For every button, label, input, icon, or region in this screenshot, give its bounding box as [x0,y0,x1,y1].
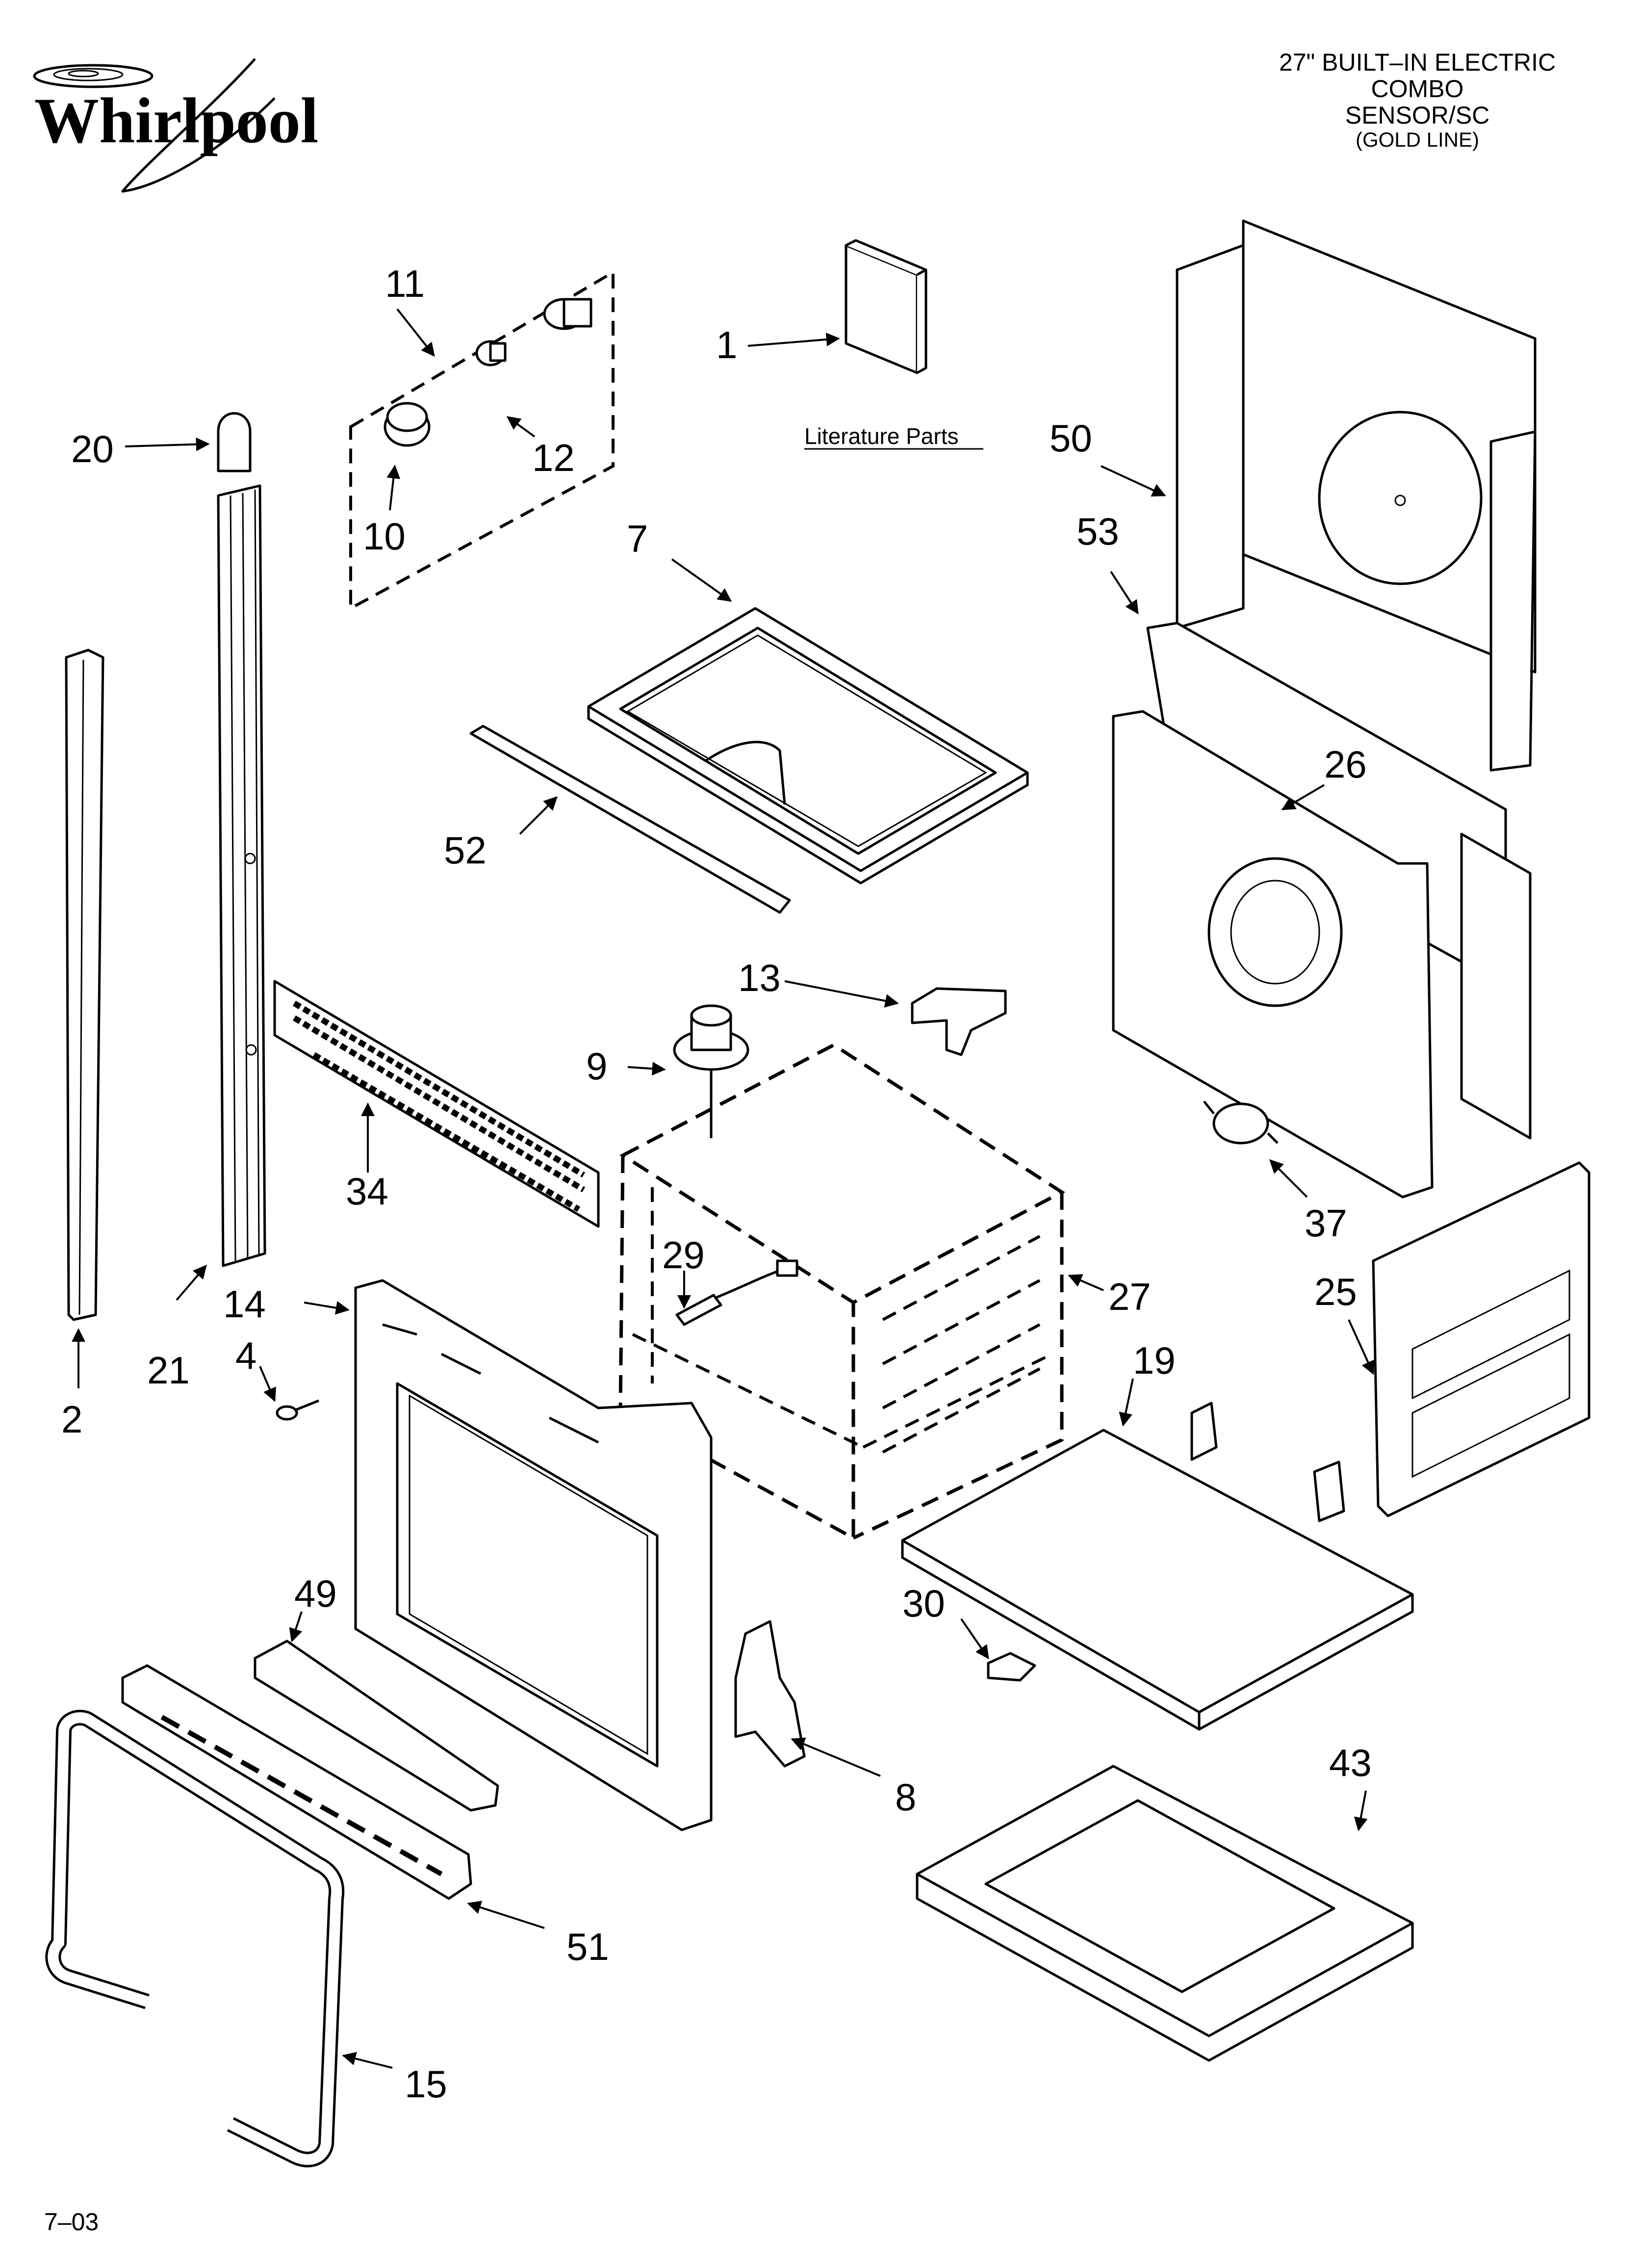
callout-37: 37 [1305,1201,1347,1245]
callout-27: 27 [1108,1275,1151,1318]
bottom-tray [916,1765,1414,2062]
callout-34: 34 [346,1170,388,1213]
logo-wordmark: Whirlpool [34,84,318,156]
convection-housing [1112,622,1532,1199]
callout-11: 11 [385,262,425,305]
cabinet-top-panel [901,1402,1414,1731]
callout-19: 19 [1133,1339,1176,1382]
callout-43: 43 [1329,1741,1372,1784]
callout-15: 15 [405,2062,447,2106]
thermal-cutoff [1203,1100,1279,1145]
callout-numbers: 1 20 11 12 10 7 52 13 9 34 14 21 2 4 29 … [61,262,1372,2106]
callout-21: 21 [147,1349,190,1392]
callout-25: 25 [1314,1270,1357,1313]
hinge-bracket [734,1620,806,1768]
callout-52: 52 [444,829,487,872]
side-rail [217,484,266,1267]
leader-lines [72,308,1375,2069]
callout-26: 26 [1324,743,1367,786]
callout-53: 53 [1077,510,1119,553]
callout-30: 30 [902,1582,945,1625]
title-line-1: 27" BUILT–IN ELECTRIC [1279,49,1556,76]
callout-14: 14 [223,1282,266,1326]
callout-9: 9 [586,1044,607,1088]
side-trim-strip [65,649,104,1321]
lower-vent-trim [121,1664,472,1900]
oven-cavity [618,1043,1065,1541]
literature-booklet: Literature Parts [804,239,983,450]
callout-1: 1 [716,323,737,366]
callout-50: 50 [1050,417,1092,460]
title-line-3: SENSOR/SC [1345,102,1490,129]
rear-panel [1176,219,1537,772]
lower-trim-bracket [254,1640,499,1812]
title-block: 27" BUILT–IN ELECTRIC COMBO SENSOR/SC (G… [1231,49,1604,151]
callout-7: 7 [627,517,648,560]
vent-grille [273,980,600,1228]
callout-2: 2 [61,1398,82,1441]
callout-49: 49 [294,1572,337,1615]
knob-kit-group [349,269,615,611]
mounting-bracket [911,987,1007,1056]
side-shield-panel [1372,1161,1591,1517]
literature-parts-label: Literature Parts [804,423,958,449]
callout-10: 10 [363,515,406,558]
front-frame [354,1279,713,1831]
title-line-2: COMBO [1371,75,1464,103]
trim-cap [217,412,252,472]
whirlpool-logo: Whirlpool [33,58,318,193]
screw [276,1399,319,1421]
callout-51: 51 [566,1925,609,1968]
callout-12: 12 [532,436,575,479]
callout-13: 13 [738,956,781,999]
door-strip [469,725,791,914]
callout-4: 4 [235,1334,257,1377]
title-line-4: (GOLD LINE) [1355,128,1480,151]
callout-29: 29 [662,1233,705,1277]
retaining-clip [987,1652,1036,1682]
meat-probe-jack [675,1259,798,1326]
callout-20: 20 [71,427,114,470]
callout-8: 8 [895,1775,916,1819]
door-window-frame [587,607,1029,885]
temperature-sensor [673,1004,749,1138]
date-code: 7–03 [44,2208,99,2236]
